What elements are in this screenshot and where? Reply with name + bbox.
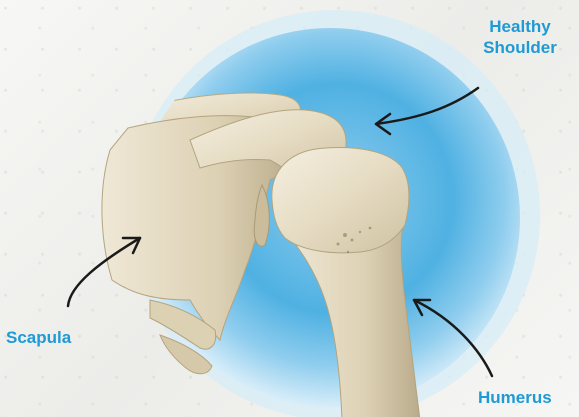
label-humerus: Humerus [478, 387, 552, 408]
label-healthy-line1: Healthy [462, 16, 578, 37]
label-scapula: Scapula [6, 327, 71, 348]
label-healthy-shoulder: Healthy Shoulder [462, 16, 578, 58]
humeral-head [272, 148, 409, 253]
label-healthy-line2: Shoulder [462, 37, 578, 58]
